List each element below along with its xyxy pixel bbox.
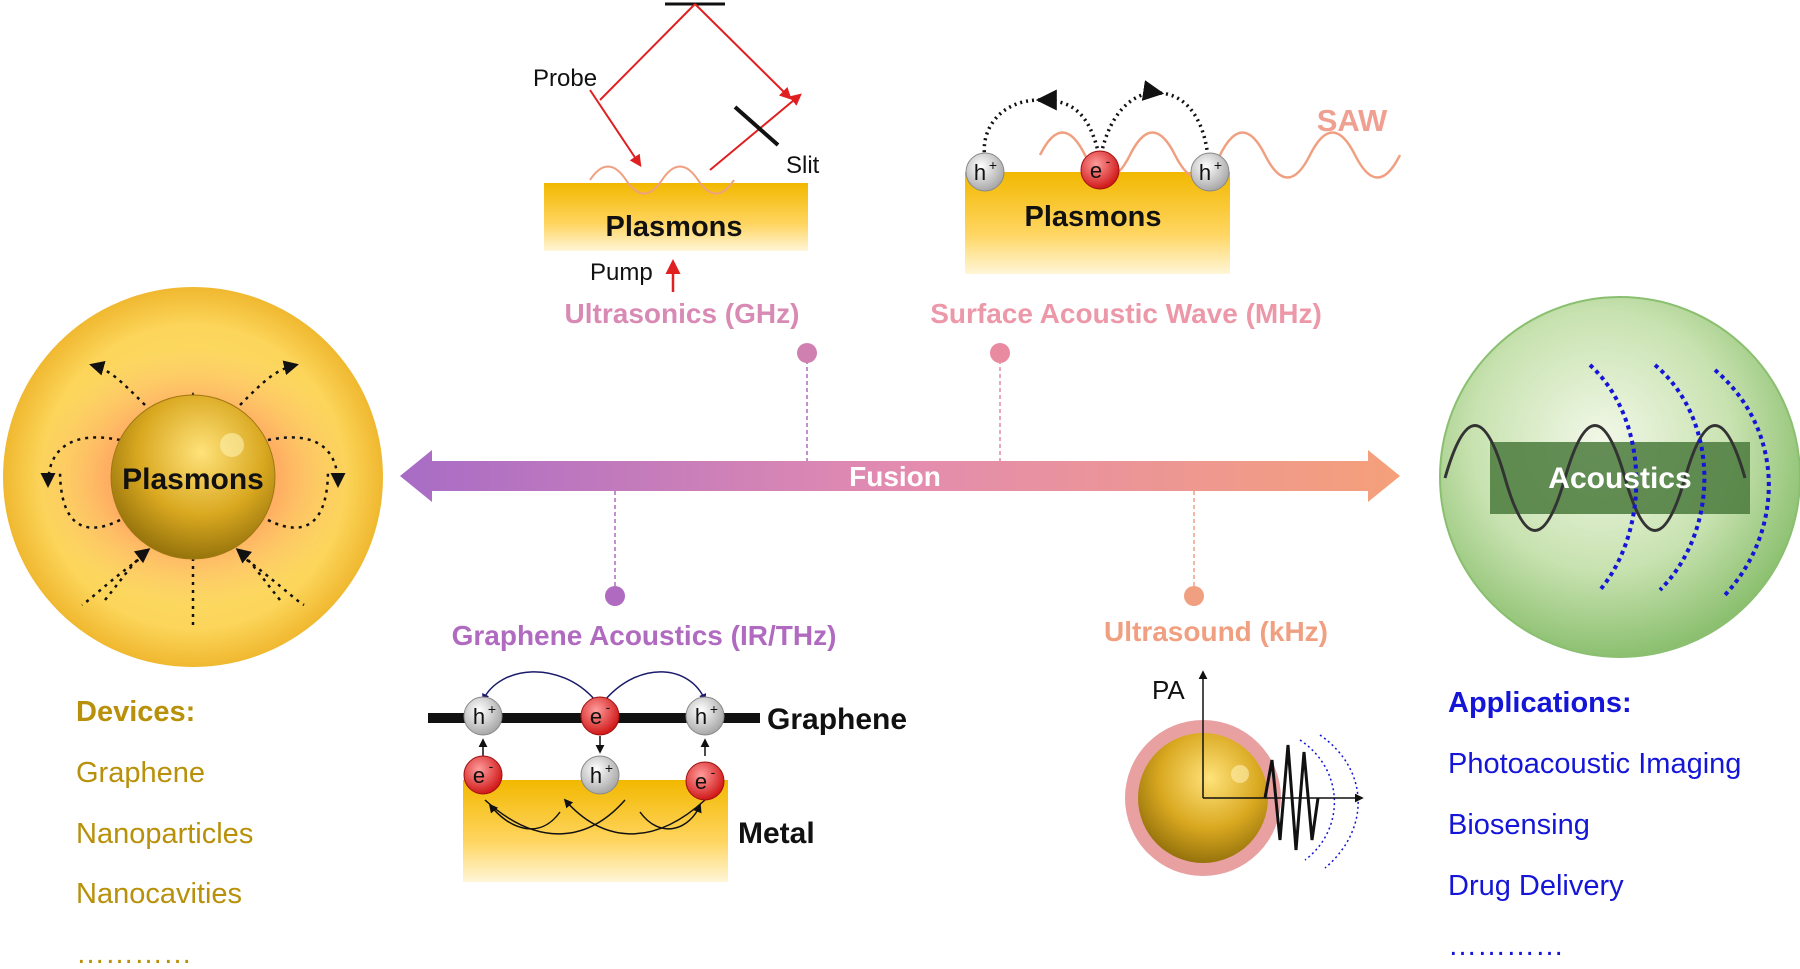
saw-plasmons-label: Plasmons [1025, 201, 1162, 233]
svg-text:e: e [473, 763, 485, 788]
acoustics-label-box [1490, 442, 1750, 514]
plasmon-sphere-label: Plasmons [122, 463, 264, 496]
svg-text:-: - [489, 758, 494, 774]
timeline-connectors [614, 353, 1195, 596]
ultrasonics-plasmons-label: Plasmons [606, 211, 743, 243]
acoustics-sphere-label: Acoustics [1548, 462, 1691, 495]
ultrasound-title: Ultrasound (kHz) [1104, 616, 1328, 647]
devices-item: ………… [76, 938, 192, 969]
metal-label: Metal [738, 817, 815, 850]
svg-text:e: e [1090, 158, 1102, 183]
svg-text:e: e [695, 769, 707, 794]
ultrasound-node [1184, 586, 1204, 606]
svg-text:+: + [710, 701, 718, 717]
ultrasonics-panel: Probe Slit Pump Plasmons Ultrasonics (GH… [533, 2, 820, 329]
slit [733, 105, 780, 147]
plasmon-sphere: Plasmons [3, 287, 383, 667]
svg-text:h: h [590, 763, 602, 788]
saw-hole-right: h + [1190, 152, 1230, 192]
svg-text:h: h [974, 160, 986, 185]
saw-hole-left: h + [965, 152, 1005, 192]
ultrasonics-surface-wave [589, 165, 735, 195]
graphene-hole-1: h + [463, 696, 503, 736]
ultrasonics-plasmon-slab [544, 183, 808, 251]
acoustic-wavefronts [1588, 363, 1771, 597]
svg-text:+: + [989, 157, 997, 173]
fusion-arrow: Fusion [400, 450, 1400, 502]
devices-heading: Devices: [76, 696, 195, 728]
svg-text:+: + [488, 701, 496, 717]
svg-text:h: h [1199, 160, 1211, 185]
applications-item: Drug Delivery [1448, 870, 1624, 902]
metal-slab [463, 780, 728, 882]
svg-text:+: + [605, 760, 613, 776]
devices-item: Graphene [76, 757, 205, 789]
applications-item: Photoacoustic Imaging [1448, 748, 1741, 780]
graphene-panel: Graphene Acoustics (IR/THz) h + e - [428, 620, 907, 882]
svg-text:-: - [606, 699, 611, 715]
pa-axis-label: PA [1152, 675, 1185, 705]
applications-item: ………… [1448, 930, 1564, 962]
svg-text:-: - [1106, 153, 1111, 169]
svg-text:-: - [711, 764, 716, 780]
acoustics-sphere: Acoustics [1439, 296, 1800, 658]
svg-text:+: + [1214, 157, 1222, 173]
saw-electron: e - [1080, 150, 1120, 190]
graphene-hole-2: h + [685, 696, 725, 736]
metal-hole-1: h + [580, 755, 620, 795]
saw-panel: h + e - h + Plasmons SAW Surface Acousti… [930, 80, 1402, 329]
graphene-electron-1: e - [580, 696, 620, 736]
devices-list: Devices: Graphene Nanoparticles Nanocavi… [76, 696, 253, 969]
svg-text:h: h [473, 704, 485, 729]
graphene-label: Graphene [767, 703, 907, 736]
fusion-label: Fusion [849, 461, 941, 492]
saw-title: Surface Acoustic Wave (MHz) [930, 298, 1322, 329]
saw-label: SAW [1317, 103, 1388, 138]
saw-node [990, 343, 1010, 363]
applications-item: Biosensing [1448, 809, 1590, 841]
applications-heading: Applications: [1448, 687, 1632, 719]
ultrasonics-node [797, 343, 817, 363]
metal-electron-1: e - [463, 755, 503, 795]
pump-label: Pump [590, 259, 653, 286]
ultrasonics-title: Ultrasonics (GHz) [565, 298, 800, 329]
acoustic-sine-wave [1443, 424, 1747, 532]
svg-text:h: h [695, 704, 707, 729]
graphene-title: Graphene Acoustics (IR/THz) [452, 620, 837, 651]
probe-label: Probe [533, 65, 597, 92]
metal-electron-2: e - [685, 761, 725, 801]
graphene-node [605, 586, 625, 606]
applications-list: Applications: Photoacoustic Imaging Bios… [1448, 687, 1741, 962]
slit-label: Slit [786, 152, 820, 179]
ultrasound-panel: Ultrasound (kHz) PA [1104, 616, 1364, 876]
devices-item: Nanoparticles [76, 818, 253, 850]
devices-item: Nanocavities [76, 878, 242, 910]
svg-text:e: e [590, 704, 602, 729]
